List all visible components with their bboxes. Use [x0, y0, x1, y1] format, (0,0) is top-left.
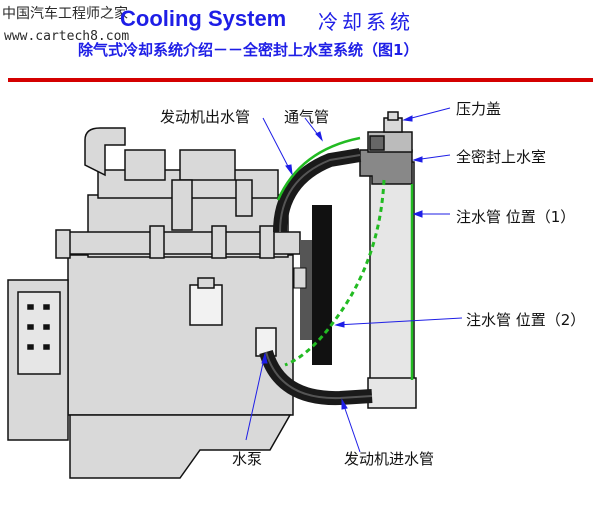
page-title-en: Cooling System	[120, 6, 287, 31]
label-sealed-top-tank: 全密封上水室	[456, 148, 547, 166]
watermark-site-name: 中国汽车工程师之家	[2, 6, 128, 22]
radiator	[367, 161, 417, 409]
label-vent-pipe: 通气管	[284, 108, 330, 126]
watermark-url: www.cartech8.com	[4, 29, 130, 44]
page-subtitle: 除气式冷却系统介绍－－全密封上水室系统（图1）	[78, 41, 419, 59]
label-fill-pipe-position-1: 注水管 位置（1）	[456, 208, 576, 226]
label-fill-pipe-position-2: 注水管 位置（2）	[466, 311, 586, 329]
vent-pipe	[276, 136, 361, 201]
pressure-cap-icon	[383, 111, 403, 133]
radiator-core	[293, 205, 332, 365]
title-divider	[8, 78, 593, 82]
label-water-pump: 水泵	[232, 450, 263, 468]
engine-block	[7, 127, 301, 479]
leader-lines	[245, 107, 463, 453]
label-engine-outlet-pipe: 发动机出水管	[160, 108, 251, 126]
page-title-cn: 冷却系统	[318, 10, 414, 34]
label-engine-inlet-pipe: 发动机进水管	[344, 450, 435, 468]
label-pressure-cap: 压力盖	[456, 100, 502, 118]
sealed-top-tank	[359, 131, 413, 185]
fill-pipe-position-2	[284, 179, 386, 367]
